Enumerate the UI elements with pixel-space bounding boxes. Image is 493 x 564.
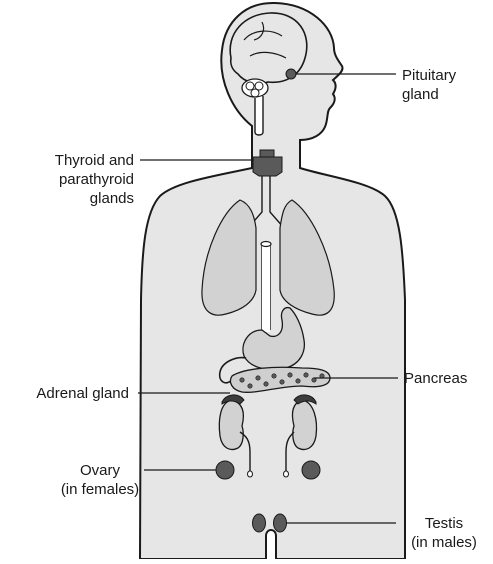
left-ovary [216, 461, 234, 479]
right-testis [274, 514, 287, 532]
spinal-cord [255, 96, 263, 135]
left-ureter-end [248, 471, 253, 477]
adrenal-label: Adrenal gland [36, 384, 129, 403]
esophagus-top [261, 242, 271, 247]
esophagus-fill [262, 244, 270, 332]
body-silhouette [140, 3, 405, 559]
pancreas-label: Pancreas [404, 369, 467, 388]
left-kidney [219, 400, 243, 450]
testis-label: Testis (in males) [402, 514, 486, 552]
left-testis [253, 514, 266, 532]
trachea-top [260, 150, 274, 157]
thyroid-label: Thyroid and parathyroid glands [55, 151, 134, 208]
right-ureter-end [284, 471, 289, 477]
leg-gap [266, 530, 276, 559]
pituitary-label: Pituitary gland [402, 66, 456, 104]
thyroid-gland [253, 157, 282, 176]
pituitary-gland [286, 69, 296, 79]
right-ovary [302, 461, 320, 479]
ovary-label: Ovary (in females) [58, 461, 142, 499]
